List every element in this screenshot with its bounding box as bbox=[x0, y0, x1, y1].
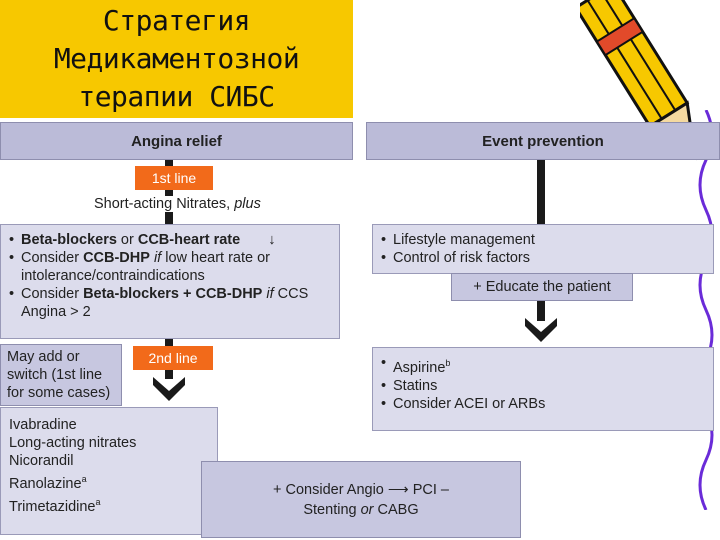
first-line-item: Beta-blockers or CCB-heart rate ↓ bbox=[9, 231, 333, 249]
flow-connector bbox=[537, 160, 545, 224]
first-line-item: Consider CCB-DHP if low heart rate or in… bbox=[9, 249, 333, 285]
squiggle-decoration bbox=[698, 110, 714, 510]
prevention-drug-item: Aspirineb bbox=[381, 354, 705, 377]
second-line-tag: 2nd line bbox=[133, 346, 213, 370]
event-prevention-header: Event prevention bbox=[366, 122, 720, 160]
lifestyle-item: Lifestyle management bbox=[381, 231, 705, 249]
drug-item: Ivabradine bbox=[9, 417, 77, 433]
prevention-drug-item: Consider ACEI or ARBs bbox=[381, 395, 705, 413]
first-line-therapy-box: Beta-blockers or CCB-heart rate ↓ Consid… bbox=[0, 224, 340, 339]
drug-item: Trimetazidinea bbox=[9, 496, 101, 515]
lifestyle-box: Lifestyle management Control of risk fac… bbox=[372, 224, 714, 274]
drug-item: Nicorandil bbox=[9, 453, 74, 469]
angio-box: + Consider Angio ⟶ PCI – Stenting or CAB… bbox=[201, 461, 521, 538]
down-arrow-icon bbox=[525, 318, 557, 342]
down-arrow-icon bbox=[153, 377, 185, 401]
may-add-box: May add or switch (1st line for some cas… bbox=[0, 344, 122, 406]
down-arrow-icon: ↓ bbox=[268, 232, 276, 248]
first-line-tag: 1st line bbox=[135, 166, 213, 190]
first-line-item: Consider Beta-blockers + CCB-DHP if CCS … bbox=[9, 285, 333, 321]
drug-item: Long-acting nitrates bbox=[9, 435, 137, 451]
educate-patient-box: + Educate the patient bbox=[451, 273, 633, 301]
drug-item: Ranolazinea bbox=[9, 474, 87, 492]
prevention-drugs-box: Aspirineb Statins Consider ACEI or ARBs bbox=[372, 347, 714, 431]
arrow-right-icon: ⟶ bbox=[387, 481, 409, 498]
flow-connector bbox=[537, 301, 545, 321]
short-acting-nitrates-text: Short-acting Nitrates, plus bbox=[94, 196, 294, 212]
second-line-drugs-box: Ivabradine Long-acting nitrates Nicorand… bbox=[0, 407, 218, 535]
lifestyle-item: Control of risk factors bbox=[381, 249, 705, 267]
prevention-drug-item: Statins bbox=[381, 377, 705, 395]
angina-relief-header: Angina relief bbox=[0, 122, 353, 160]
